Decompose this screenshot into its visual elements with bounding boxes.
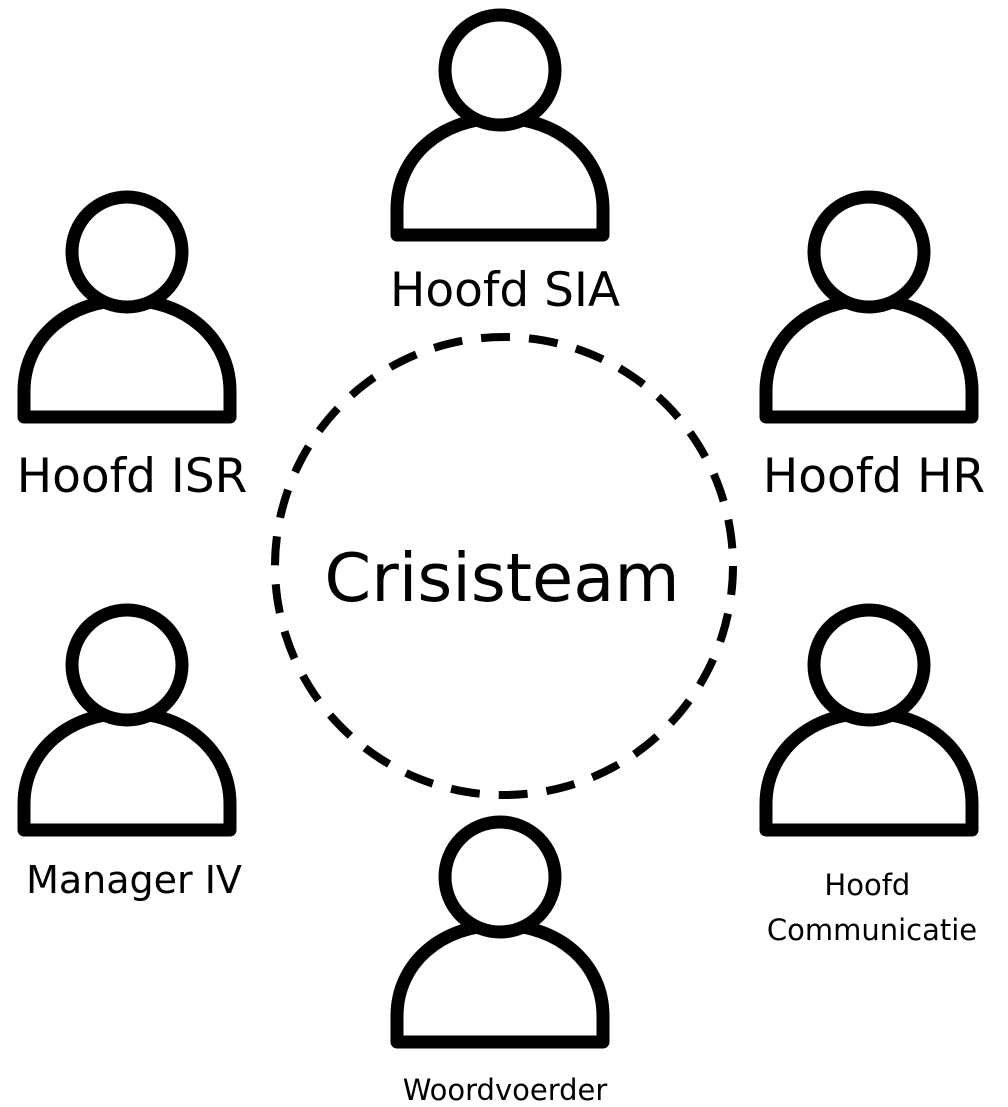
person-icon: [17, 603, 237, 837]
member-label-hoofd-communicatie: Hoofd Communicatie: [767, 868, 977, 947]
person-icon: [390, 815, 610, 1049]
crisisteam-ring: [271, 333, 737, 799]
member-label-hoofd-isr: Hoofd ISR: [17, 449, 248, 504]
member-label-line: Hoofd: [824, 868, 910, 902]
person-icon: [759, 603, 979, 837]
person-icon: [390, 8, 610, 242]
member-label-hoofd-sia: Hoofd SIA: [390, 263, 620, 318]
member-label-hoofd-hr: Hoofd HR: [763, 449, 985, 504]
member-label-woordvoerder: Woordvoerder: [403, 1073, 608, 1107]
center-label: Crisisteam: [324, 539, 679, 617]
member-label-manager-iv: Manager IV: [26, 858, 242, 902]
person-icon: [759, 190, 979, 424]
member-label-line: Communicatie: [767, 913, 977, 947]
person-icon: [17, 190, 237, 424]
